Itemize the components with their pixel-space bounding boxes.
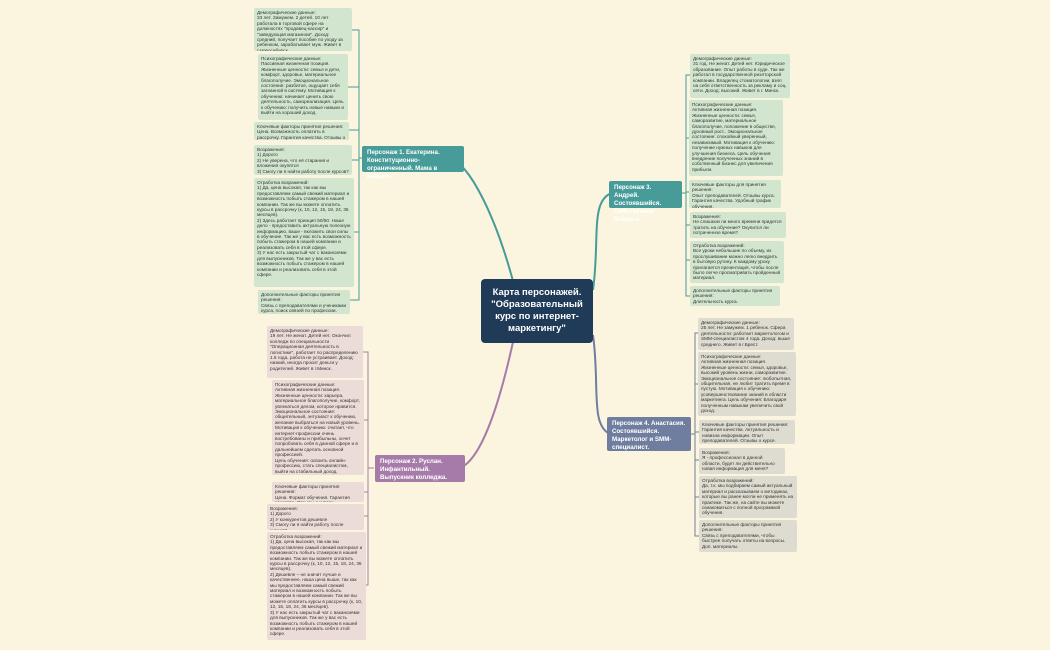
persona-1-node[interactable]: Персонаж 1. Екатерина. Конституционно-ог… xyxy=(362,146,464,180)
persona-3-demographics[interactable]: Демографические данные: 31 год. Не женат… xyxy=(690,54,790,98)
persona-1-demographics[interactable]: Демографические данные: 33 лет. Замужем.… xyxy=(254,8,352,51)
persona-4-psychographics[interactable]: Психографические данные: Активная жизнен… xyxy=(698,352,796,416)
persona-3-node[interactable]: Персонаж 3. Андрей. Состоявшийся. Собств… xyxy=(609,181,682,223)
persona-2-psychographics[interactable]: Психографические данные: Активная жизнен… xyxy=(272,380,364,475)
persona-1-decision-factors[interactable]: Ключевые факторы принятия решения: Цена.… xyxy=(254,122,349,140)
persona-1-objection-handling[interactable]: Отработка возражений: 1) Да, цена высока… xyxy=(254,178,354,287)
persona-3-objection-handling[interactable]: Отработка возражений: Все уроки небольши… xyxy=(690,241,784,283)
persona-1-extra-factors[interactable]: Дополнительные факторы принятия решения:… xyxy=(258,290,350,314)
persona-3-psychographics[interactable]: Психографические данные: Активная жизнен… xyxy=(689,100,783,176)
persona-4-decision-factors[interactable]: Ключевые факторы принятия решения: Гаран… xyxy=(699,420,795,444)
persona-3-extra-factors[interactable]: Дополнительные факторы принятия решения:… xyxy=(690,286,780,306)
persona-4-node[interactable]: Персонаж 4. Анастасия. Состоявшийся. Мар… xyxy=(607,417,691,451)
persona-4-objections[interactable]: Возражения: Я - профессионал в данной об… xyxy=(699,448,785,474)
persona-2-demographics[interactable]: Демографические данные: 19 лет. Не женат… xyxy=(267,326,363,378)
central-topic[interactable]: Карта персонажей. "Образовательный курс … xyxy=(481,279,593,343)
persona-4-demographics[interactable]: Демографические данные: 25 лет. Не замуж… xyxy=(698,318,794,350)
persona-2-objections[interactable]: Возражения: 1) Дорого 2) У конкурентов д… xyxy=(267,504,364,530)
persona-2-decision-factors[interactable]: Ключевые факторы принятия решения: Цена.… xyxy=(272,482,364,502)
persona-3-decision-factors[interactable]: Ключевые факторы для принятия решения: О… xyxy=(689,180,781,208)
persona-2-node[interactable]: Персонаж 2. Руслан. Инфантильный. Выпуск… xyxy=(375,455,465,482)
persona-2-objection-handling[interactable]: Отработка возражений: 1) Да, цена высока… xyxy=(267,532,366,640)
persona-4-objection-handling[interactable]: Отработка возражений: Да, т.к. мы подбир… xyxy=(699,476,797,518)
persona-3-objections[interactable]: Возражения: Не слишком ли много времени … xyxy=(690,212,786,238)
persona-1-psychographics[interactable]: Психографические данные: Пассивная жизне… xyxy=(258,54,348,120)
persona-1-objections[interactable]: Возражения: 1) Дорого 2) Не уверена, что… xyxy=(254,145,352,175)
persona-4-extra-factors[interactable]: Дополнительные факторы принятия решения:… xyxy=(699,520,797,552)
